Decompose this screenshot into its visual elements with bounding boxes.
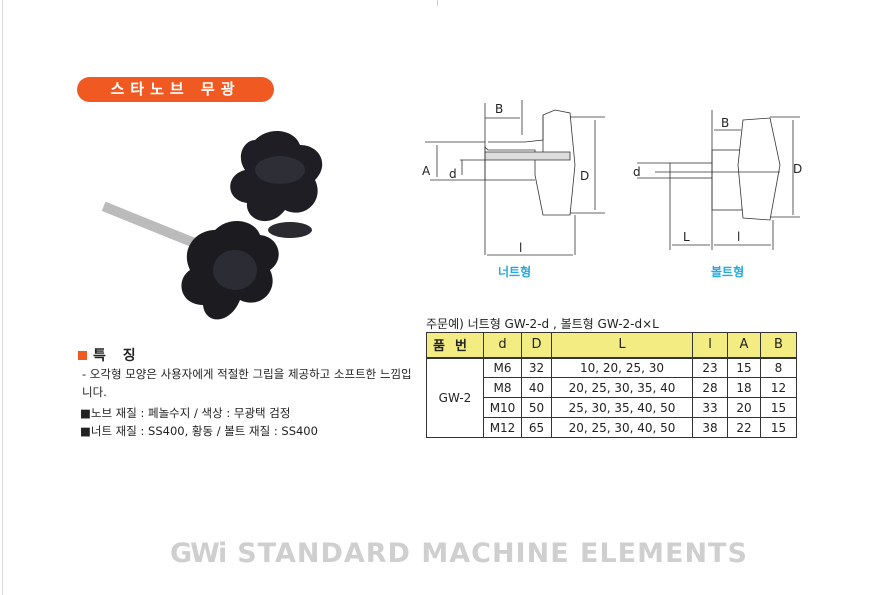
cell: 20, 25, 30, 40, 50 xyxy=(551,417,693,438)
label-D-nut: D xyxy=(580,169,589,183)
label-A: A xyxy=(422,164,431,178)
cell: 22 xyxy=(727,417,761,438)
features-heading-text: 특 징 xyxy=(93,348,142,364)
bullet-square-icon xyxy=(78,351,87,360)
cell: 50 xyxy=(521,397,552,418)
cell: 32 xyxy=(521,357,552,378)
header-l: l xyxy=(692,332,728,358)
cell: 65 xyxy=(521,417,552,438)
footer-brand: GWi STANDARD MACHINE ELEMENTS xyxy=(170,538,748,569)
cell: 15 xyxy=(760,397,797,418)
page-divider xyxy=(437,0,438,6)
header-A: A xyxy=(727,332,761,358)
cell: 15 xyxy=(727,357,761,378)
product-title: 스타노브 무광 xyxy=(77,77,274,102)
label-D-bolt: D xyxy=(793,162,802,176)
page-border xyxy=(2,0,3,595)
cell: 33 xyxy=(692,397,728,418)
cell: 38 xyxy=(692,417,728,438)
order-example: 주문예) 너트형 GW-2-d , 볼트형 GW-2-d×L xyxy=(426,317,659,331)
header-part-no: 품번 xyxy=(426,332,484,358)
cell: 40 xyxy=(521,377,552,398)
cell: 20 xyxy=(727,397,761,418)
label-l-nut: l xyxy=(519,241,522,255)
label-d-bolt: d xyxy=(633,165,641,179)
cell: 15 xyxy=(760,417,797,438)
cell: 12 xyxy=(760,377,797,398)
features-description: - 오각형 모양은 사용자에게 적절한 그립을 제공하고 소프트한 느낌입니다. xyxy=(82,367,412,399)
footer-text: STANDARD MACHINE ELEMENTS xyxy=(237,538,748,569)
cell: 20, 25, 30, 35, 40 xyxy=(551,377,693,398)
cell: 25, 30, 35, 40, 50 xyxy=(551,397,693,418)
cell: M6 xyxy=(483,357,522,378)
header-d: d xyxy=(483,332,522,358)
gwi-logo: GWi xyxy=(170,538,227,569)
nut-type-caption: 너트형 xyxy=(498,265,532,279)
product-photo xyxy=(101,130,323,320)
features-heading: 특 징 xyxy=(78,345,142,365)
dimension-diagrams: B A d D l B d D L l xyxy=(422,100,802,256)
cell: 10, 20, 25, 30 xyxy=(551,357,693,378)
header-D: D xyxy=(521,332,552,358)
knob-material: ■노브 재질 : 페놀수지 / 색상 : 무광택 검정 xyxy=(80,406,291,420)
label-B-bolt: B xyxy=(721,116,729,130)
cell: 28 xyxy=(692,377,728,398)
label-B-nut: B xyxy=(495,102,503,116)
label-L-bolt: L xyxy=(683,230,690,244)
header-L: L xyxy=(551,332,693,358)
cell: M12 xyxy=(483,417,522,438)
label-d-nut: d xyxy=(449,167,457,181)
nut-material: ■너트 재질 : SS400, 황동 / 볼트 재질 : SS400 xyxy=(80,424,318,438)
bolt-type-caption: 볼트형 xyxy=(711,265,745,279)
cell: 18 xyxy=(727,377,761,398)
header-B: B xyxy=(760,332,797,358)
label-l-bolt: l xyxy=(737,230,740,244)
cell: 8 xyxy=(760,357,797,378)
model-cell: GW-2 xyxy=(426,357,484,438)
cell: 23 xyxy=(692,357,728,378)
cell: M10 xyxy=(483,397,522,418)
cell: M8 xyxy=(483,377,522,398)
table-header-row: 품번 d D L l A B xyxy=(426,332,797,358)
